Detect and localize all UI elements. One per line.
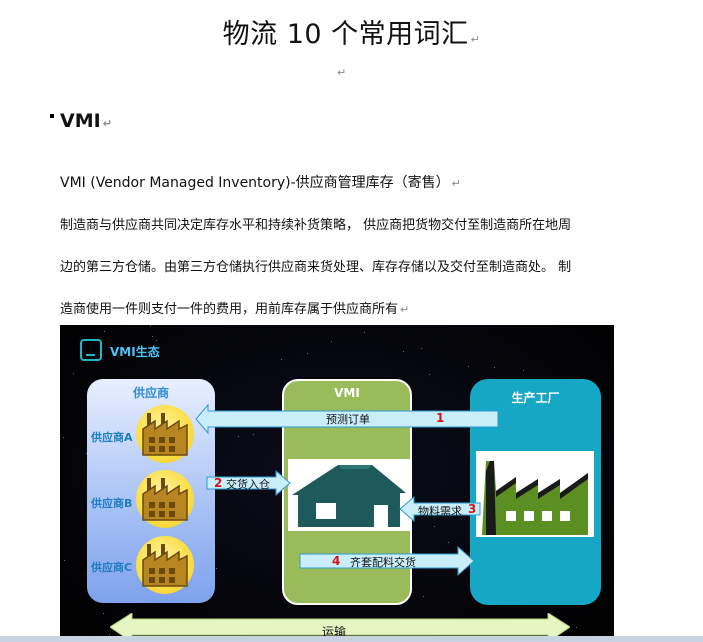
background-star xyxy=(63,437,64,438)
flow-4-number: 4 xyxy=(332,554,341,568)
paragraph-mark: ↵ xyxy=(470,33,481,46)
arrow-forecast-order xyxy=(195,403,499,435)
background-star xyxy=(403,351,404,352)
background-star xyxy=(434,526,435,527)
supplier-c-label: 供应商C xyxy=(91,561,133,574)
factory-icon xyxy=(142,413,188,456)
transport-label: 运输 xyxy=(322,625,347,639)
arrow-delivery-to-warehouse xyxy=(206,469,291,497)
supplier-panel-title: 供应商 xyxy=(132,386,169,400)
flow-1-label: 预测订单 xyxy=(326,413,370,426)
vmi-ecosystem-diagram: VMI生态 供应商 供应商A 供应商B 供应商C xyxy=(60,325,614,642)
background-star xyxy=(86,453,87,454)
background-star xyxy=(64,560,65,561)
background-star xyxy=(364,332,365,333)
factory-icon xyxy=(142,478,188,521)
background-star xyxy=(494,367,495,368)
warehouse-icon xyxy=(288,459,410,531)
background-star xyxy=(331,341,332,342)
flow-2-number: 2 xyxy=(214,476,223,490)
paragraph-body-line: 制造商与供应商共同决定库存水平和持续补货策略， 供应商把货物交付至制造商所在地周 xyxy=(60,218,572,233)
background-star xyxy=(216,568,217,569)
diagram-title: VMI生态 xyxy=(110,345,160,359)
paragraph-definition: VMI (Vendor Managed Inventory)-供应商管理库存（寄… xyxy=(60,175,461,191)
flow-4-label: 齐套配料交货 xyxy=(350,556,416,569)
flow-2-label: 交货入仓 xyxy=(226,478,270,491)
background-star xyxy=(421,348,422,349)
background-star xyxy=(468,366,469,367)
background-star xyxy=(448,542,449,543)
paragraph-body-line: 造商使用一件则支付一件的费用，用前库存属于供应商所有↵ xyxy=(60,302,410,317)
arrow-material-demand xyxy=(399,495,481,523)
background-star xyxy=(253,434,254,435)
supplier-panel: 供应商 供应商A 供应商B 供应商C xyxy=(87,379,215,603)
background-star xyxy=(576,627,577,628)
background-star xyxy=(152,336,153,337)
background-star xyxy=(281,359,282,360)
arrow-kitting-delivery xyxy=(299,545,475,577)
paragraph-mark: ↵ xyxy=(400,303,410,316)
vmi-logo-icon xyxy=(80,339,102,361)
flow-1-number: 1 xyxy=(436,411,445,425)
background-star xyxy=(307,353,308,354)
background-star xyxy=(423,596,424,597)
empty-paragraph-mark: ↵ xyxy=(337,66,347,79)
background-star xyxy=(109,634,110,635)
window-bottom-edge xyxy=(0,636,703,642)
document-title: 物流 10 个常用词汇↵ xyxy=(222,19,481,50)
production-plant-icon xyxy=(476,451,594,537)
background-star xyxy=(104,331,105,332)
factory-panel-title: 生产工厂 xyxy=(511,391,560,405)
supplier-b-label: 供应商B xyxy=(91,497,133,510)
background-star xyxy=(103,613,104,614)
background-star xyxy=(156,340,157,341)
background-star xyxy=(150,325,151,326)
paragraph-mark: ↵ xyxy=(102,117,112,130)
bullet-icon xyxy=(50,114,54,118)
flow-3-label: 物料需求 xyxy=(418,505,462,518)
background-star xyxy=(523,370,524,371)
vmi-panel-title: VMI xyxy=(334,386,360,400)
paragraph-body-line: 边的第三方仓储。由第三方仓储执行供应商来货处理、库存存储以及交付至制造商处。 制 xyxy=(60,260,572,275)
section-heading: VMI↵ xyxy=(50,110,112,132)
background-star xyxy=(429,374,430,375)
paragraph-mark: ↵ xyxy=(451,177,461,190)
supplier-a-label: 供应商A xyxy=(91,431,133,444)
background-star xyxy=(73,373,74,374)
flow-3-number: 3 xyxy=(468,502,477,516)
flow-arrows xyxy=(195,403,499,577)
background-star xyxy=(238,436,239,437)
factory-icon xyxy=(142,544,188,587)
